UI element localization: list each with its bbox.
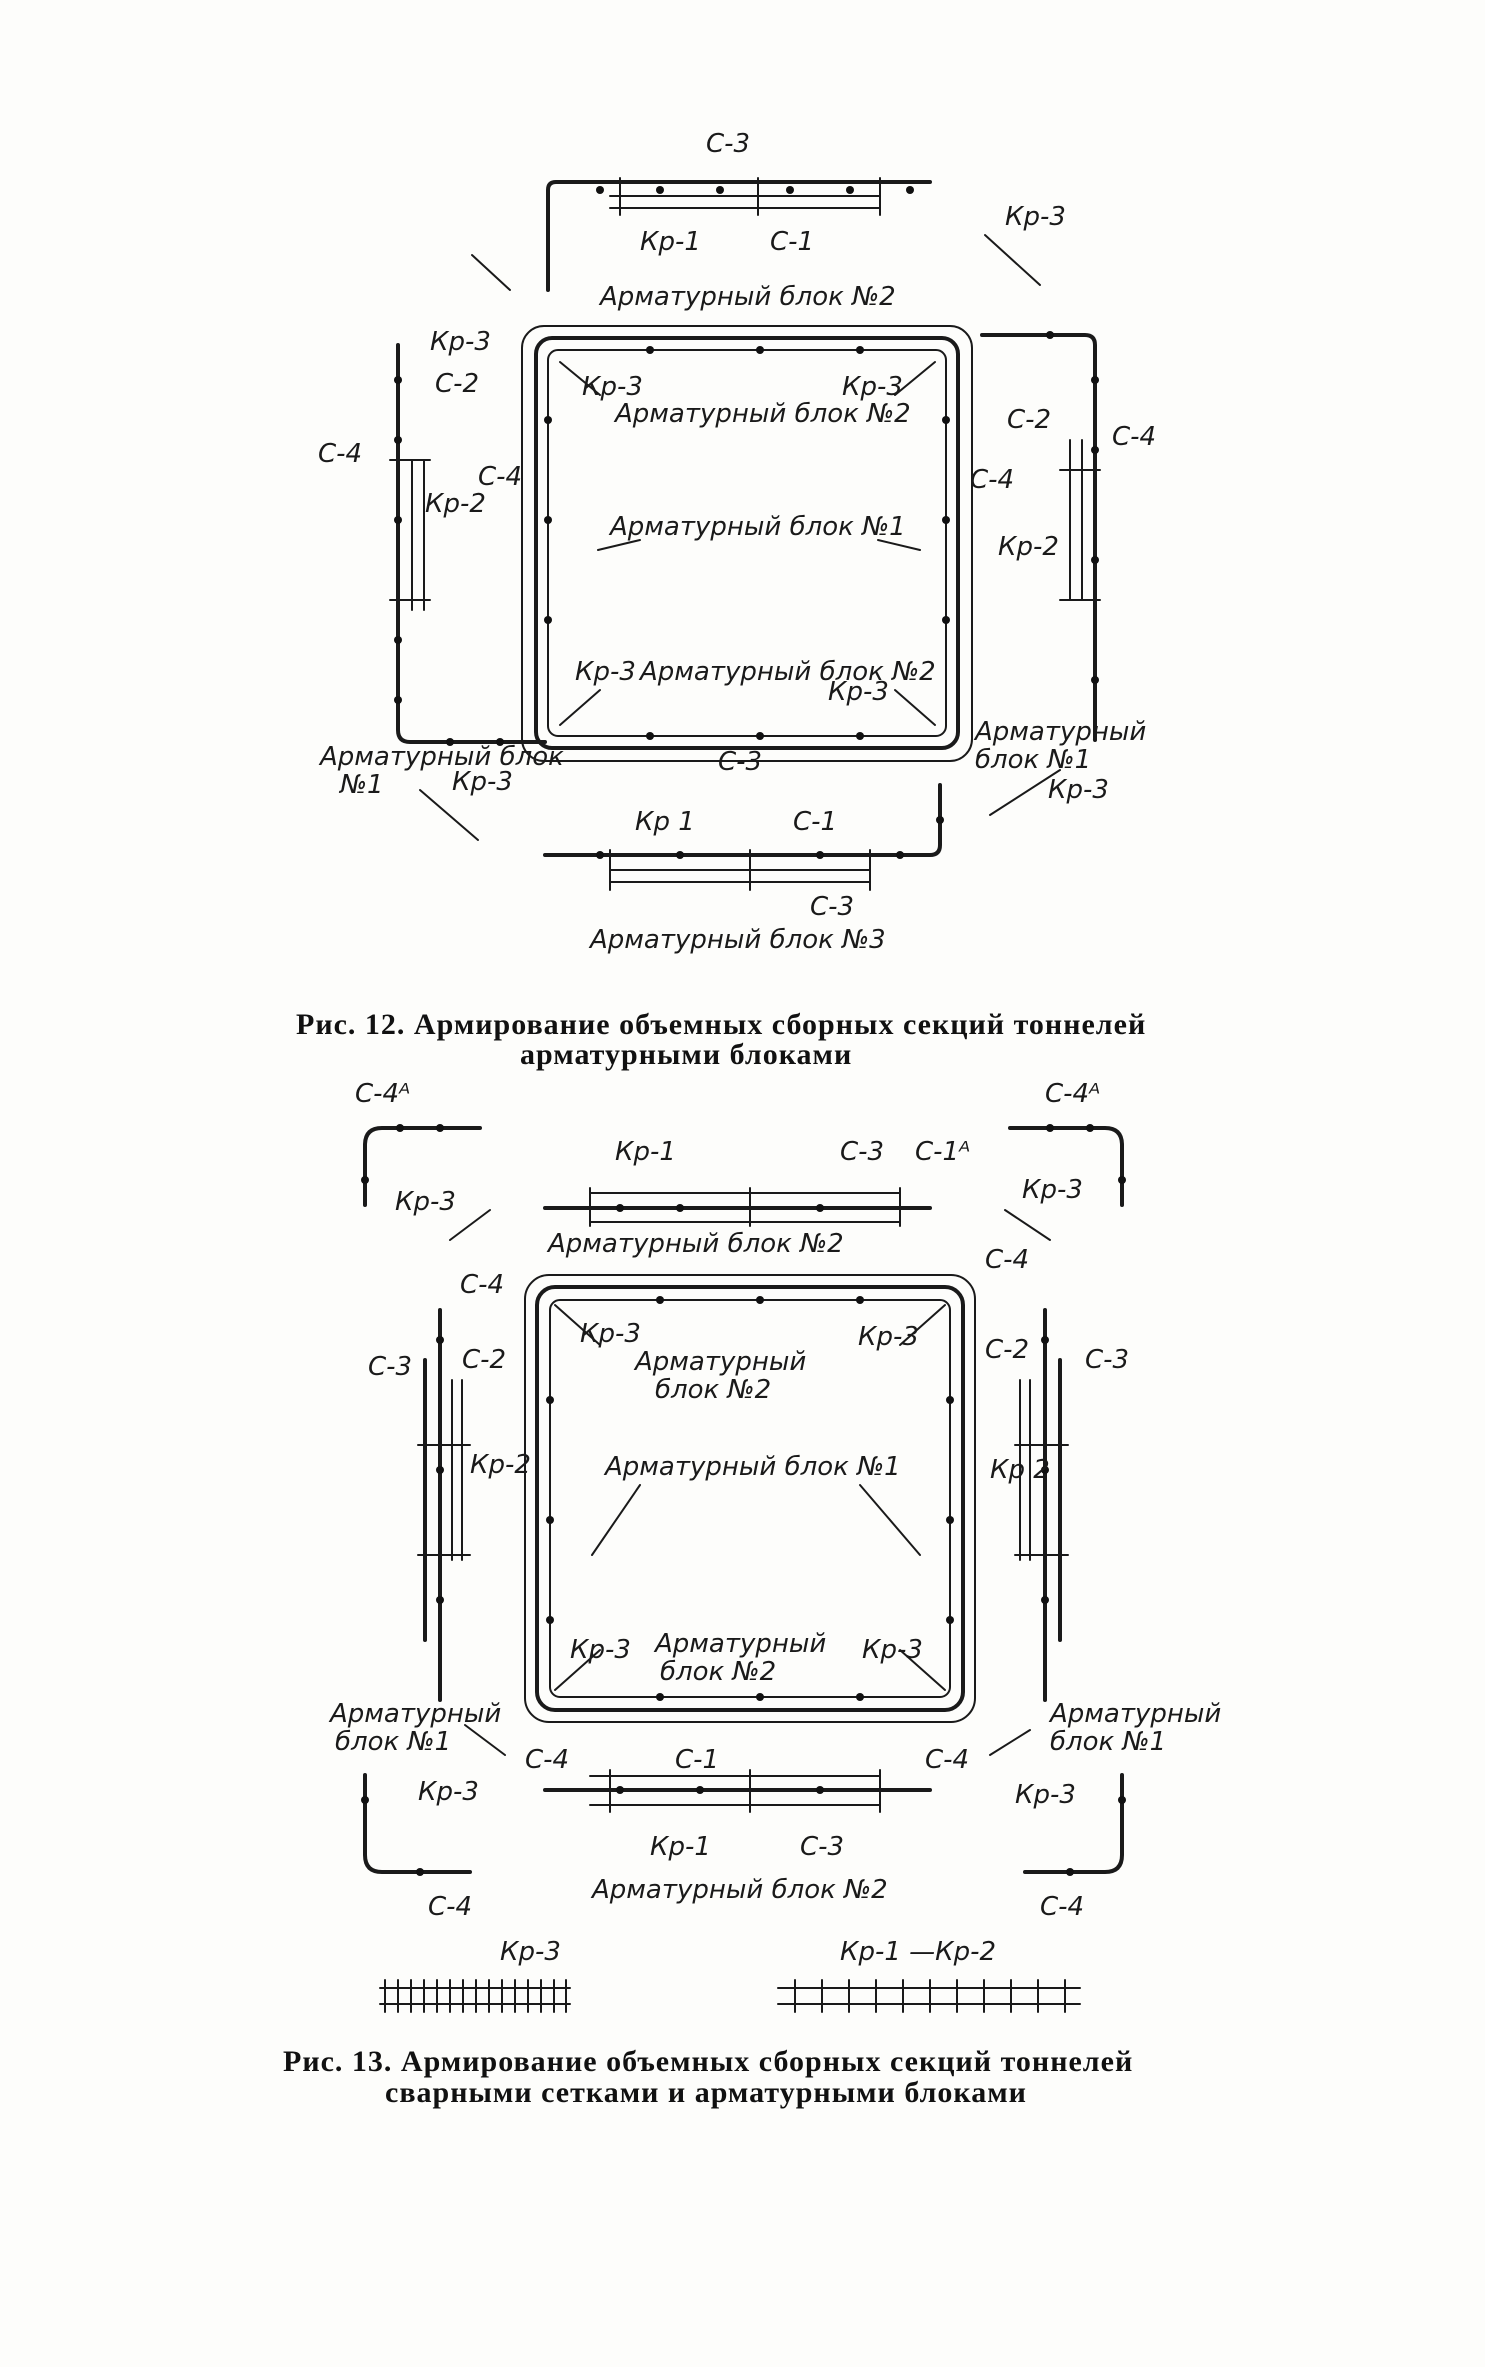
corner-c4-bl: [363, 1773, 472, 1874]
label-c4-tl: С-4: [460, 1270, 504, 1300]
label-block2-inner-bottom-2: блок №2: [660, 1657, 776, 1687]
figure-13: С-4ᴬ С-4ᴬ Кр-1 С-3 С-1ᴬ Кр-3 Кр-3 Армату…: [328, 1079, 1221, 2013]
label-c4-br: С-4: [1040, 1892, 1084, 1922]
label-kp3-br: Кр-3: [1015, 1780, 1076, 1810]
label-c1-bottom: С-1: [793, 807, 837, 837]
bottom-bar-c3: [543, 783, 942, 857]
label-block2-inner: Арматурный: [633, 1347, 806, 1377]
label-block1-bl: Арматурный: [328, 1699, 501, 1729]
label-c1-top: С-1: [770, 227, 814, 257]
top-bar-c3: [546, 180, 932, 292]
label-kp1-top: Кр-1: [640, 227, 701, 257]
label-kp1-bottom: Кр-1: [650, 1832, 711, 1862]
label-c4-bl: С-4: [428, 1892, 472, 1922]
legend-label-kp12: Кр-1 —Кр-2: [840, 1937, 996, 1967]
label-c2-left: С-2: [435, 369, 479, 399]
label-kp3-tl: Кр-3: [395, 1187, 456, 1217]
label-kp2-right: Кр-2: [998, 532, 1059, 562]
label-c4-tr: С-4: [985, 1245, 1029, 1275]
label-kp3-br: Кр-3: [1048, 775, 1109, 805]
label-block2-inner-bottom: Арматурный блок №2: [638, 657, 936, 687]
left-bar-c4: [396, 343, 547, 744]
label-block1-bl: Арматурный блок: [318, 742, 564, 772]
label-kp3-in-tr: Кр-3: [858, 1322, 919, 1352]
label-c4a-tl: С-4ᴬ: [355, 1079, 410, 1109]
label-c4-br-inner: С-4: [925, 1745, 969, 1775]
label-kp3-tr: Кр-3: [1005, 202, 1066, 232]
label-kp3-in-bl: Кр-3: [570, 1635, 631, 1665]
label-block1-center: Арматурный блок №1: [603, 1452, 901, 1482]
label-block3: Арматурный блок №3: [588, 925, 886, 955]
figure-13-caption-line1: Рис. 13. Армирование объемных сборных се…: [283, 2045, 1134, 2078]
label-c3-left: С-3: [368, 1352, 412, 1382]
label-kp2-right: Кр 2: [990, 1455, 1050, 1485]
legend-mesh-kp3: [379, 1979, 571, 2013]
label-kp3-in-br: Кр-3: [828, 677, 889, 707]
label-c1-bottom: С-1: [675, 1745, 719, 1775]
label-kp2-left: Кр-2: [470, 1450, 531, 1480]
label-c4-bl-inner: С-4: [525, 1745, 569, 1775]
corner-c4-br: [1023, 1773, 1124, 1874]
right-bar-c4: [980, 333, 1097, 742]
label-block1-bl-2: блок №1: [335, 1727, 451, 1757]
legend-label-kp3: Кр-3: [500, 1937, 561, 1967]
label-block2-top: Арматурный блок №2: [546, 1229, 844, 1259]
figure-12-caption-line2: арматурными блоками: [520, 1038, 853, 1071]
label-kp3-in-br: Кр-3: [862, 1635, 923, 1665]
label-c3-inner-bottom: С-3: [718, 747, 762, 777]
label-kp3-tr: Кр-3: [1022, 1175, 1083, 1205]
label-c3-right: С-3: [1085, 1345, 1129, 1375]
label-c4-inner-right: С-4: [970, 465, 1014, 495]
label-c2-right: С-2: [1007, 405, 1051, 435]
figure-12: С-3 Кр-1 С-1 Кр-3 Арматурный блок №2 Кр-…: [318, 129, 1156, 955]
label-kp3-in-bl: Кр-3: [575, 657, 636, 687]
label-block2-top: Арматурный блок №2: [598, 282, 896, 312]
label-kp1-top: Кр-1: [615, 1137, 676, 1167]
corner-c4a-tl: [363, 1126, 482, 1207]
label-block1-br: Арматурный: [1048, 1699, 1221, 1729]
label-block1-br-2: блок №1: [1050, 1727, 1166, 1757]
label-kp2-left: Кр-2: [425, 489, 486, 519]
label-kp3-in-tl: Кр-3: [580, 1319, 641, 1349]
label-c2-right: С-2: [985, 1335, 1029, 1365]
label-c4a-tr: С-4ᴬ: [1045, 1079, 1100, 1109]
label-kp3-in-tr: Кр-3: [842, 372, 903, 402]
label-c3-bottom: С-3: [800, 1832, 844, 1862]
label-kp3-tl: Кр-3: [430, 327, 491, 357]
label-block2-bottom: Арматурный блок №2: [590, 1875, 888, 1905]
label-block1-br-2: блок №1: [975, 745, 1091, 775]
label-c4-inner-left: С-4: [478, 462, 522, 492]
label-block1-bl-no: №1: [338, 770, 384, 800]
label-block1-br: Арматурный: [973, 717, 1146, 747]
label-c1a-top: С-1ᴬ: [915, 1137, 970, 1167]
label-c2-left: С-2: [462, 1345, 506, 1375]
label-c3-bottom: С-3: [810, 892, 854, 922]
corner-c4a-tr: [1008, 1126, 1124, 1207]
figure-12-caption-line1: Рис. 12. Армирование объемных сборных се…: [296, 1008, 1147, 1041]
label-kp1-bottom: Кр 1: [635, 807, 695, 837]
label-c4-right: С-4: [1112, 422, 1156, 452]
label-c3-top: С-3: [840, 1137, 884, 1167]
label-block2-inner-top: Арматурный блок №2: [613, 399, 911, 429]
label-c4-left: С-4: [318, 439, 362, 469]
legend-mesh-kp12: [777, 1979, 1081, 2013]
label-block2-inner-2: блок №2: [655, 1375, 771, 1405]
label-block1-center: Арматурный блок №1: [608, 512, 906, 542]
label-kp3-bl: Кр-3: [418, 1777, 479, 1807]
label-kp3-bl: Кр-3: [452, 767, 513, 797]
figure-13-caption-line2: сварными сетками и арматурными блоками: [385, 2076, 1027, 2109]
label-block2-inner-bottom: Арматурный: [653, 1629, 826, 1659]
label-kp3-in-tl: Кр-3: [582, 372, 643, 402]
label-c3-top: С-3: [706, 129, 750, 159]
